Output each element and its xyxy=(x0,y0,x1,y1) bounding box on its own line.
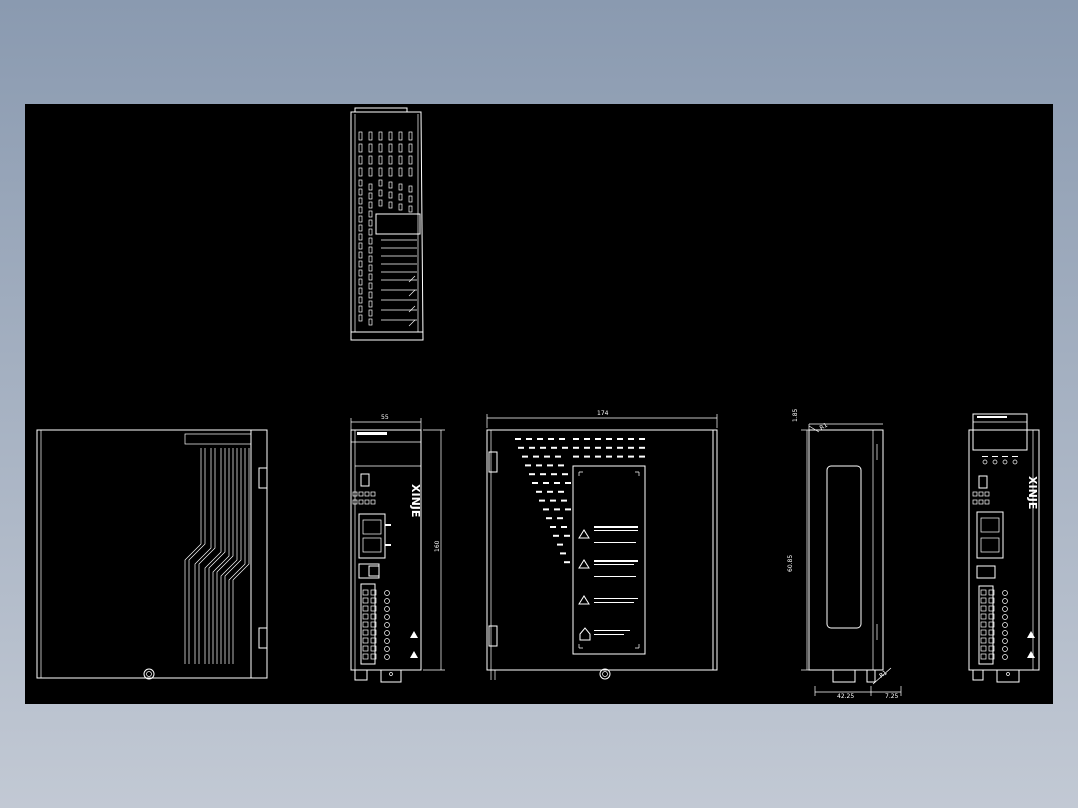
rear-bottom-left-dim: 42.25 xyxy=(837,693,854,700)
side-view-warning-label xyxy=(572,465,646,655)
left-side-view xyxy=(36,429,268,680)
rear-dimensions: 60.85 1.85 R1 R1 42.25 7.25 xyxy=(787,408,902,700)
front-mount-feet xyxy=(354,670,402,683)
rear-height-dim: 60.85 xyxy=(787,555,794,572)
rear-top-dim: 1.85 xyxy=(792,408,799,422)
front-ethernet-ports xyxy=(358,513,391,559)
front2-brand-text: XINJE xyxy=(1026,476,1039,509)
front-width-dim: 55 xyxy=(381,414,389,421)
rear-radius-top: R1 xyxy=(819,422,830,432)
front2-leds xyxy=(982,456,1018,465)
rear-mounting-view: 60.85 1.85 R1 R1 42.25 7.25 xyxy=(787,408,902,700)
left-view-cooling-fins xyxy=(184,448,250,664)
front2-terminal-block xyxy=(980,589,1008,660)
right-side-view: 174 xyxy=(486,410,718,680)
front-height-dim: 160 xyxy=(434,540,441,552)
warning-blocks xyxy=(578,526,638,641)
front-view: XINJE 55 xyxy=(350,414,445,683)
top-view xyxy=(350,107,424,341)
rear-bottom-right-dim: 7.25 xyxy=(885,693,899,700)
cad-drawing-canvas: XINJE 55 xyxy=(25,104,1053,704)
front-brand-text: XINJE xyxy=(409,484,422,517)
top-view-vent-slots xyxy=(358,131,413,326)
front-terminal-block xyxy=(362,589,390,660)
side-width-dim: 174 xyxy=(597,410,609,417)
rear-window xyxy=(826,465,862,629)
rear-radius-bottom: R1 xyxy=(878,669,889,679)
cad-drawing: XINJE 55 xyxy=(36,107,1040,700)
top-view-label-area xyxy=(381,239,417,327)
front2-dip xyxy=(972,491,990,505)
front-dimensions: 55 160 xyxy=(350,414,445,671)
side-view-vent-pattern xyxy=(515,438,645,564)
side-dimensions: 174 xyxy=(486,410,718,428)
front-view-with-cover: XINJE xyxy=(968,413,1040,683)
front-dip-switches xyxy=(352,491,376,505)
